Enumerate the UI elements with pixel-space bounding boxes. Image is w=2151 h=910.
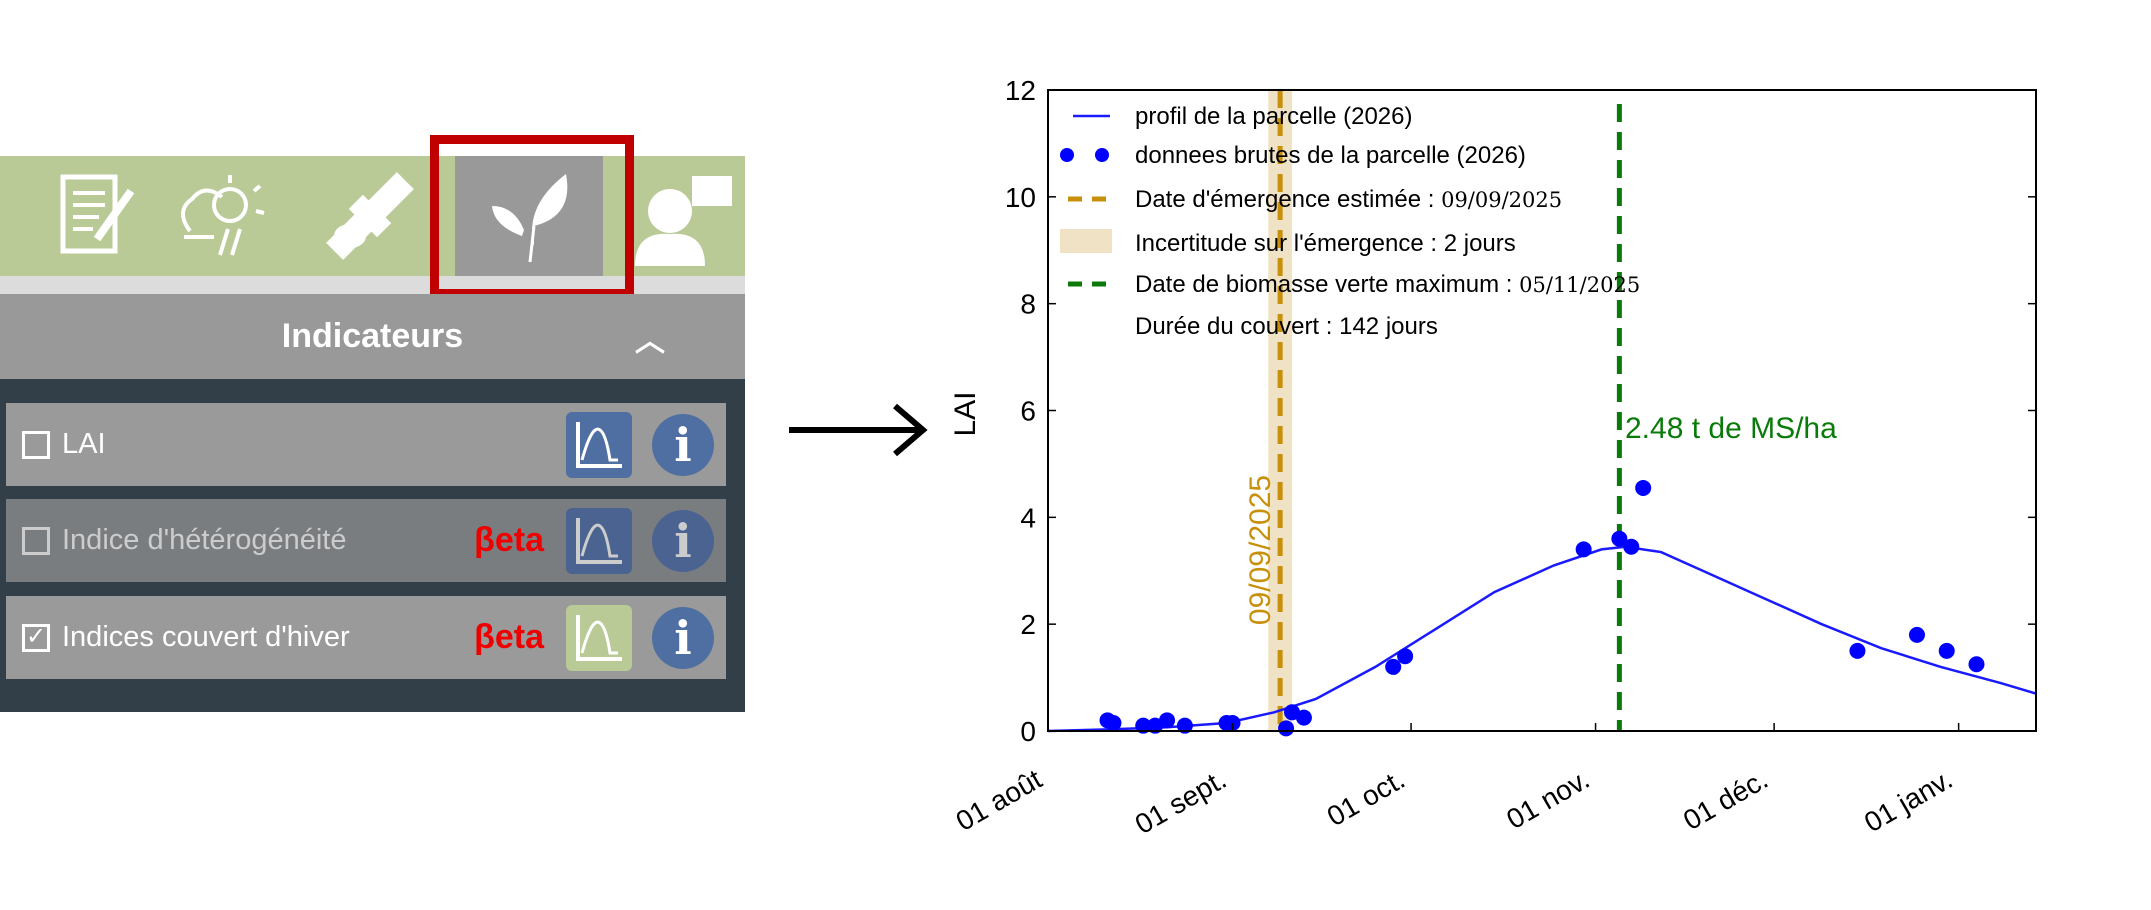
x-tick-label: 01 nov.: [1501, 763, 1594, 835]
y-tick-label: 0: [1020, 716, 1036, 747]
data-point: [1278, 720, 1295, 737]
x-tick-label: 01 sept.: [1130, 763, 1232, 840]
indicator-label: Indices couvert d'hiver: [62, 621, 350, 653]
legend-uncertainty: Incertitude sur l'émergence : 2 jours: [1135, 230, 1516, 257]
legend-dot-handle: [1095, 148, 1109, 162]
info-button[interactable]: i: [652, 606, 714, 669]
indicator-row-heterogeneity[interactable]: Indice d'hétérogénéité βeta i: [6, 499, 726, 582]
data-point: [1611, 530, 1628, 547]
legend-duration: Durée du couvert : 142 jours: [1135, 313, 1438, 340]
data-point: [1397, 648, 1414, 665]
profile-line: [1047, 545, 2037, 733]
data-point: [1635, 479, 1652, 496]
x-tick-label: 01 août: [951, 763, 1048, 837]
data-point: [1908, 626, 1925, 643]
y-tick-label: 4: [1020, 502, 1036, 533]
chevron-up-icon[interactable]: ︿: [635, 325, 665, 358]
data-point: [1135, 717, 1152, 734]
data-point: [1968, 656, 1985, 673]
data-point: [1159, 712, 1176, 729]
legend-raw: donnees brutes de la parcelle (2026): [1135, 142, 1526, 169]
chart-button[interactable]: [566, 507, 632, 574]
biomass-annotation: 2.48 t de MS/ha: [1625, 412, 1837, 445]
x-tick-label: 01 janv.: [1859, 763, 1958, 838]
data-point: [1284, 704, 1301, 721]
chart-button[interactable]: [566, 411, 632, 478]
data-point: [1147, 717, 1164, 734]
emergence-date-label: 09/09/2025: [1244, 475, 1277, 625]
legend-max-biomass: Date de biomasse verte maximum : 05/11/2…: [1135, 271, 1640, 298]
data-point: [1849, 642, 1866, 659]
indicator-label: Indice d'hétérogénéité: [62, 524, 347, 556]
user-chat-icon[interactable]: [625, 156, 745, 276]
y-tick-label: 12: [1005, 75, 1036, 106]
checkbox[interactable]: [22, 526, 50, 555]
arrow-icon: [789, 403, 928, 457]
data-point: [1385, 658, 1402, 675]
data-point: [1623, 538, 1640, 555]
bell-curve-icon: [576, 517, 622, 564]
y-axis-label: LAI: [949, 391, 982, 436]
y-tick-label: 6: [1020, 396, 1036, 427]
bell-curve-icon: [576, 614, 622, 661]
legend-uncertainty-handle: [1060, 229, 1112, 253]
highlight-box: [430, 135, 634, 298]
legend-dot-handle: [1060, 148, 1074, 162]
indicator-list: LAI i Indice d'hétérogénéité βeta i ✓ In…: [0, 379, 745, 712]
notes-icon[interactable]: [35, 156, 155, 276]
data-point: [1938, 642, 1955, 659]
y-tick-label: 8: [1020, 289, 1036, 320]
x-tick-label: 01 déc.: [1678, 763, 1773, 836]
x-tick-label: 01 oct.: [1322, 763, 1410, 832]
beta-badge: βeta: [474, 618, 544, 656]
checkbox[interactable]: [22, 430, 50, 459]
data-point: [1105, 714, 1122, 731]
data-point: [1575, 541, 1592, 558]
y-tick-label: 2: [1020, 609, 1036, 640]
legend-profile: profil de la parcelle (2026): [1135, 103, 1413, 130]
satellite-icon[interactable]: [310, 156, 430, 276]
data-point: [1224, 714, 1241, 731]
weather-icon[interactable]: [160, 156, 280, 276]
info-button[interactable]: i: [652, 509, 714, 572]
panel-title: Indicateurs: [281, 317, 464, 355]
legend-emergence: Date d'émergence estimée : 09/09/2025: [1135, 186, 1562, 213]
chart-button[interactable]: [566, 604, 632, 671]
toolbar: [0, 156, 745, 276]
data-point: [1176, 717, 1193, 734]
indicator-label: LAI: [62, 428, 106, 460]
bell-curve-icon: [576, 421, 622, 468]
panel-header[interactable]: Indicateurs ︿: [0, 294, 745, 379]
indicator-row-lai[interactable]: LAI i: [6, 403, 726, 486]
leaf-icon[interactable]: [455, 156, 603, 276]
y-tick-label: 10: [1005, 182, 1036, 213]
data-point: [1295, 709, 1312, 726]
checkbox-checked[interactable]: ✓: [22, 623, 50, 652]
beta-badge: βeta: [474, 521, 544, 559]
indicator-row-winter-cover[interactable]: ✓ Indices couvert d'hiver βeta i: [6, 596, 726, 679]
info-button[interactable]: i: [652, 413, 714, 476]
